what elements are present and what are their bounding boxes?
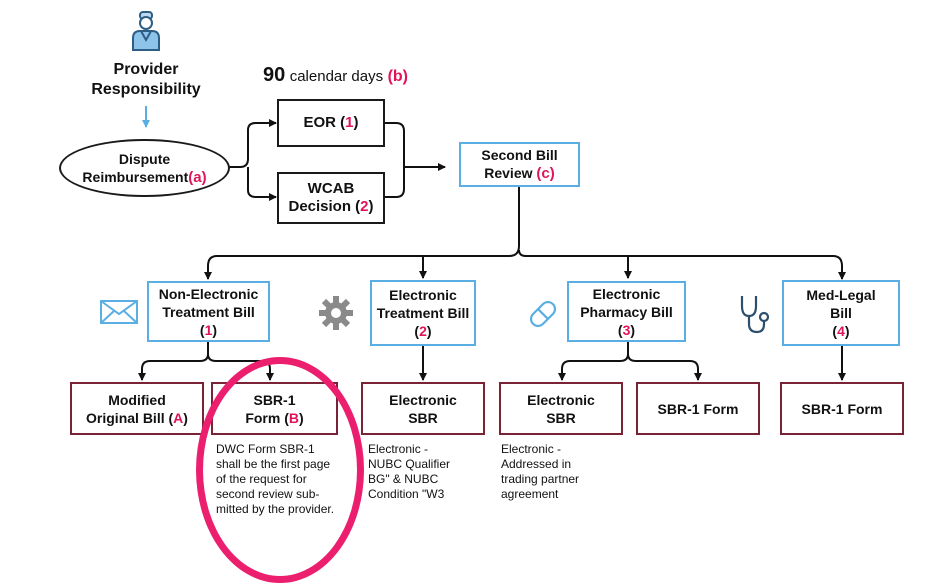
eor-close: ) [353, 114, 359, 131]
bill-line2: Pharmacy Bill [580, 303, 673, 320]
electronic-sbr-pharmacy-node: Electronic SBR [499, 382, 623, 435]
wcab-decision-node: WCAB Decision (2) [277, 172, 385, 224]
deadline-ref: (b) [387, 68, 408, 85]
sbr1-form-3-label: SBR-1 Form [657, 400, 739, 417]
provider-line2: Responsibility [91, 81, 201, 98]
electronic-pharmacy-note: Electronic - Addressed in trading partne… [501, 442, 611, 502]
bill-line2: Treatment Bill [376, 305, 470, 321]
stethoscope-icon [740, 296, 770, 334]
sbr1-form-pharmacy-node: SBR-1 Form [636, 382, 760, 435]
wcab-line1: WCAB [307, 180, 355, 197]
bill-close: ) [630, 321, 636, 338]
dispute-line1: Dispute [118, 150, 171, 167]
sbr1-form-medlegal-node: SBR-1 Form [780, 382, 904, 435]
bill-ref: 3 [622, 321, 631, 338]
esbr2-line2: SBR [408, 409, 438, 426]
esbr3-line1: Electronic [527, 391, 595, 408]
wcab-ref: 2 [360, 198, 369, 215]
modified-bill-ref: A [173, 409, 184, 426]
note-line: BG" & NUBC [368, 472, 439, 486]
second-bill-review-node: Second Bill Review (c) [459, 142, 580, 187]
bill-open: ( [617, 321, 623, 338]
bill-close: ) [844, 323, 850, 339]
bill-line2: Treatment Bill [162, 303, 255, 320]
note-line: agreement [501, 487, 559, 501]
pill-icon [529, 300, 557, 328]
deadline-number: 90 [263, 64, 286, 86]
bill-line1: Non-Electronic [158, 285, 259, 302]
electronic-treatment-bill-node: Electronic Treatment Bill (2) [370, 280, 476, 346]
eor-label: EOR ( [303, 114, 346, 131]
eor-node: EOR (1) [277, 99, 385, 147]
gear-icon [319, 296, 353, 330]
second-review-line1: Second Bill [481, 147, 558, 163]
second-review-ref: (c) [536, 165, 555, 182]
dispute-reimbursement-node: Dispute Reimbursement(a) [59, 139, 230, 197]
bill-ref: 2 [419, 323, 427, 339]
modified-bill-line2: Original Bill ( [86, 409, 174, 426]
esbr2-line1: Electronic [389, 391, 457, 408]
note-line: NUBC Qualifier [368, 457, 451, 471]
second-review-line2: Review [484, 165, 533, 181]
esbr3-line2: SBR [546, 409, 576, 426]
wcab-line2: Decision ( [288, 198, 361, 215]
bill-ref: 4 [837, 323, 845, 339]
dispute-ref: (a) [188, 168, 207, 186]
dispute-line2: Reimbursement [82, 168, 189, 185]
bill-line1: Med-Legal [806, 287, 876, 303]
electronic-sbr-treatment-node: Electronic SBR [361, 382, 485, 435]
eor-ref: 1 [345, 114, 354, 131]
modified-bill-close: ) [183, 409, 188, 426]
note-line: trading partner [501, 472, 580, 486]
note-line: Electronic - [368, 442, 429, 456]
envelope-icon [100, 300, 138, 324]
modified-bill-line1: Modified [108, 391, 166, 408]
bill-ref: 1 [204, 321, 213, 338]
bill-line1: Electronic [592, 285, 661, 302]
note-line: Condition "W3 [368, 487, 445, 501]
highlight-circle [196, 357, 364, 583]
wcab-close: ) [368, 198, 374, 215]
bill-open: ( [199, 321, 205, 338]
bill-line2: Bill [830, 305, 852, 321]
note-line: Addressed in [501, 457, 572, 471]
provider-line1: Provider [113, 61, 179, 78]
med-legal-bill-node: Med-Legal Bill (4) [782, 280, 900, 346]
provider-label: Provider Responsibility [80, 60, 212, 100]
bill-close: ) [212, 321, 218, 338]
bill-open: ( [414, 323, 420, 339]
bill-line1: Electronic [389, 287, 457, 303]
note-line: Electronic - [501, 442, 562, 456]
electronic-treatment-note: Electronic - NUBC Qualifier BG" & NUBC C… [368, 442, 478, 502]
modified-original-bill-node: Modified Original Bill (A) [70, 382, 204, 435]
provider-icon [132, 11, 160, 51]
bill-close: ) [426, 323, 432, 339]
sbr1-form-4-label: SBR-1 Form [801, 400, 883, 417]
deadline-text: calendar days [289, 68, 384, 85]
electronic-pharmacy-bill-node: Electronic Pharmacy Bill (3) [567, 281, 686, 342]
deadline-label: 90 calendar days (b) [263, 64, 408, 87]
non-electronic-treatment-bill-node: Non-Electronic Treatment Bill (1) [147, 281, 270, 342]
bill-open: ( [832, 323, 838, 339]
